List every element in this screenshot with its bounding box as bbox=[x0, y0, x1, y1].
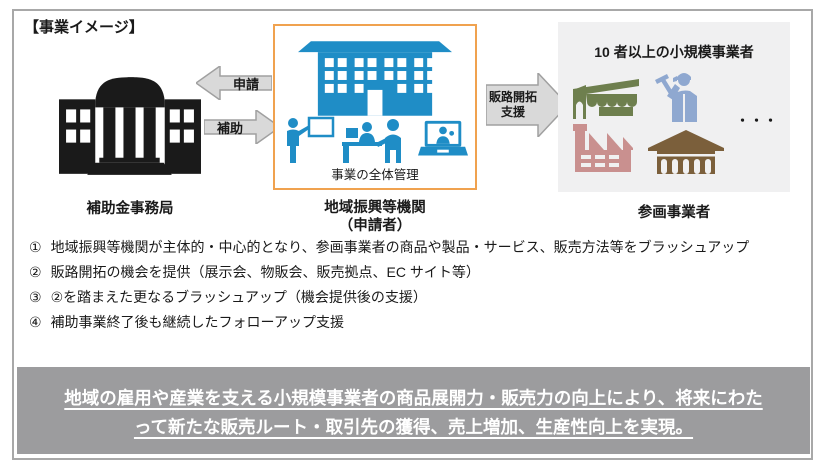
participants-box: 10 者以上の小規模事業者 bbox=[558, 22, 790, 192]
list-item-text: 補助事業終了後も継続したフォローアップ支援 bbox=[50, 314, 345, 330]
subsidy-arrow: 補助 bbox=[204, 110, 280, 144]
right-arrow-icon bbox=[204, 110, 280, 144]
subsidy-arrow-label: 補助 bbox=[216, 120, 243, 136]
participants-header: 10 者以上の小規模事業者 bbox=[594, 44, 754, 60]
page-title: 【事業イメージ】 bbox=[24, 19, 144, 36]
craftsman-icon bbox=[655, 73, 697, 122]
regional-org-label: 地域振興等機関 bbox=[324, 200, 426, 216]
list-item-text: ②を踏まえた更なるブラッシュアップ（機会提供後の支援） bbox=[50, 289, 427, 305]
content-frame bbox=[12, 9, 813, 460]
overall-management-label: 事業の全体管理 bbox=[331, 168, 419, 182]
list-item: ① 地域振興等機関が主体的・中心的となり、参画事業者の商品や製品・サービス、販売… bbox=[29, 239, 804, 255]
participants-label: 参画事業者 bbox=[637, 205, 711, 221]
list-item: ③ ②を踏まえた更なるブラッシュアップ（機会提供後の支援） bbox=[29, 289, 804, 305]
banner-line-2: って新たな販売ルート・取引先の獲得、売上増加、生産性向上を実現。 bbox=[133, 417, 694, 437]
list-item-number: ③ bbox=[29, 289, 42, 305]
support-arrow-label-line1: 販路開拓 bbox=[488, 90, 537, 104]
apply-arrow: 申請 bbox=[196, 66, 272, 100]
support-arrow: 販路開拓 支援 bbox=[486, 73, 568, 137]
applicant-label: （申請者） bbox=[338, 218, 412, 234]
banner-line-1: 地域の雇用や産業を支える小規模事業者の商品展開力・販売力の向上により、将来にわた bbox=[64, 388, 763, 408]
subsidy-office-label: 補助金事務局 bbox=[86, 201, 174, 217]
warehouse-icon bbox=[648, 130, 724, 174]
support-arrow-label: 販路開拓 支援 bbox=[486, 73, 540, 137]
laptop-video-call-icon bbox=[418, 120, 468, 156]
office-building-icon bbox=[298, 41, 452, 116]
summary-banner: 地域の雇用や産業を支える小規模事業者の商品展開力・販売力の向上により、将来にわた… bbox=[17, 367, 810, 454]
list-item-number: ① bbox=[29, 239, 42, 255]
list-item-text: 販路開拓の機会を提供（展示会、物販会、販売拠点、EC サイト等） bbox=[50, 264, 480, 280]
factory-icon bbox=[573, 124, 633, 172]
management-org-box: 事業の全体管理 bbox=[273, 24, 477, 190]
list-item: ② 販路開拓の機会を提供（展示会、物販会、販売拠点、EC サイト等） bbox=[29, 264, 804, 280]
support-arrow-label-line2: 支援 bbox=[500, 105, 525, 119]
list-item-text: 地域振興等機関が主体的・中心的となり、参画事業者の商品や製品・サービス、販売方法… bbox=[50, 239, 750, 255]
list-item-number: ② bbox=[29, 264, 42, 280]
ellipsis: ・・・ bbox=[735, 113, 778, 128]
big-right-arrow-icon bbox=[486, 73, 568, 137]
storefront-icon bbox=[573, 79, 639, 119]
list-item: ④ 補助事業終了後も継続したフォローアップ支援 bbox=[29, 314, 804, 330]
meeting-desk-icon bbox=[342, 119, 401, 163]
apply-arrow-label: 申請 bbox=[232, 76, 259, 92]
description-list: ① 地域振興等機関が主体的・中心的となり、参画事業者の商品や製品・サービス、販売… bbox=[29, 239, 804, 339]
list-item-number: ④ bbox=[29, 314, 42, 330]
left-arrow-icon bbox=[196, 66, 272, 100]
presenter-icon bbox=[287, 116, 335, 163]
government-building-icon bbox=[59, 77, 201, 175]
